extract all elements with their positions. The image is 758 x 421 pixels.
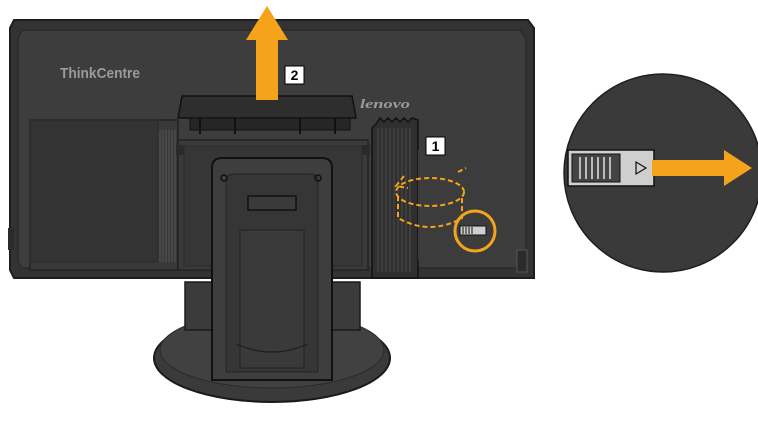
step-2-label: 2 — [291, 67, 299, 83]
lenovo-logo: lenovo — [360, 96, 411, 111]
latch-slider — [567, 149, 655, 187]
latch-highlight — [453, 209, 497, 253]
step-2-badge: 2 — [284, 65, 305, 85]
arrow-up-icon — [246, 6, 288, 100]
step-1-badge: 1 — [425, 136, 446, 156]
arrow-right-icon — [652, 150, 752, 186]
left-vent-panel — [29, 119, 179, 271]
drive-assembly — [371, 116, 506, 279]
step-1-label: 1 — [432, 138, 440, 154]
brand-label: ThinkCentre — [60, 65, 140, 82]
rotate-dashed-icon — [394, 167, 467, 228]
zoom-detail — [563, 73, 758, 273]
stand-neck — [211, 157, 333, 381]
access-cover — [177, 95, 357, 134]
